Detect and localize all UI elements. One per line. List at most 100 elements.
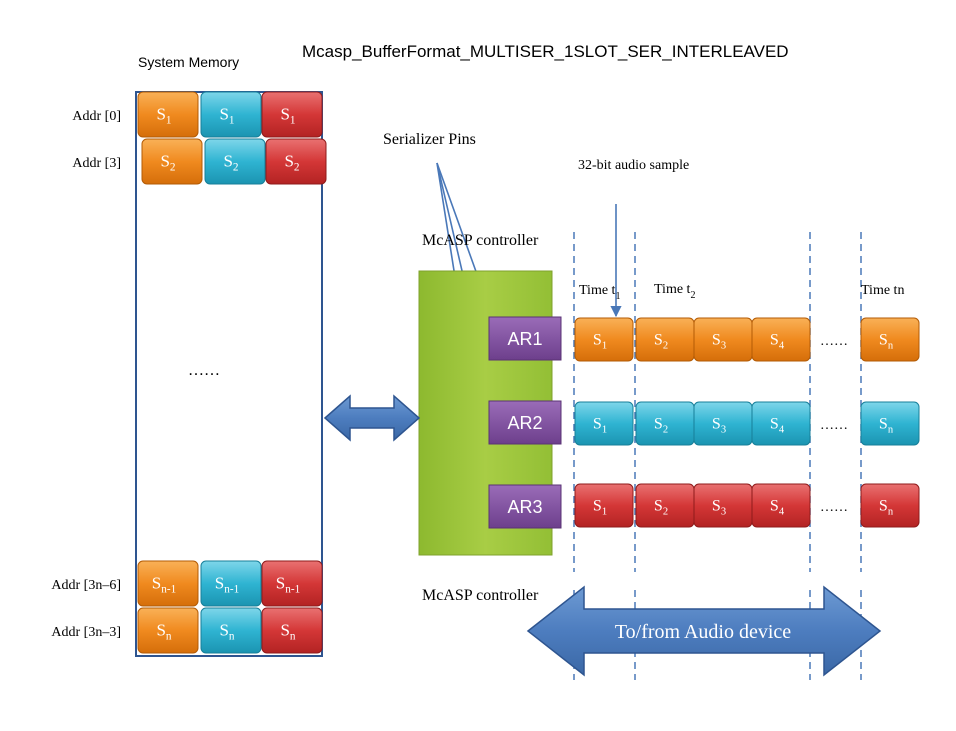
- slot-2-0-box: [574, 483, 634, 528]
- slot-0-3-label: S4: [770, 332, 785, 352]
- memory-address-0: Addr [0]: [72, 109, 121, 124]
- memory-cell-2-2-box: [261, 560, 323, 607]
- memory-cell-3-2-label: Sn: [280, 621, 295, 643]
- memory-controller-arrow: [323, 394, 421, 442]
- serializer-pins-label: Serializer Pins: [383, 131, 476, 148]
- slot-0-2: S3: [693, 317, 753, 362]
- slot-1-2-label: S3: [712, 416, 726, 436]
- slot-2-3-label: S4: [770, 498, 785, 518]
- pin-ar1: AR1: [488, 316, 562, 361]
- memory-cell-3-1-box: [200, 607, 262, 654]
- slot-2-2: S3: [693, 483, 753, 528]
- memory-address-1: Addr [3]: [72, 156, 121, 171]
- memory-cell-0-0-label: S1: [156, 105, 171, 127]
- memory-cell-0-2: S1: [261, 91, 323, 138]
- pin-label: AR1: [507, 329, 542, 349]
- memory-cell-1-0: S2: [141, 138, 203, 185]
- memory-cell-1-1-box: [204, 138, 266, 185]
- slot-0-3: S4: [751, 317, 811, 362]
- memory-cell-3-0-box: [137, 607, 199, 654]
- slot-0-1-label: S2: [654, 332, 668, 352]
- memory-cell-1-1-label: S2: [223, 152, 238, 174]
- memory-cell-2-2-label: Sn-1: [276, 574, 300, 596]
- slot-1-1-box: [635, 401, 695, 446]
- memory-cell-0-0: S1: [137, 91, 199, 138]
- slot-0-0-label: S1: [593, 332, 607, 352]
- slot-1-0: S1: [574, 401, 634, 446]
- memory-cell-1-2-box: [265, 138, 327, 185]
- system-memory-label: System Memory: [138, 54, 239, 70]
- memory-cell-2-1-label: Sn-1: [215, 574, 239, 596]
- audio-device-arrow: [526, 585, 882, 677]
- memory-cell-0-2-box: [261, 91, 323, 138]
- memory-cell-3-0-label: Sn: [156, 621, 171, 643]
- slot-1-1-label: S2: [654, 416, 668, 436]
- slot-2-n-label: Sn: [879, 498, 894, 518]
- slot-0-0-box: [574, 317, 634, 362]
- slot-0-2-label: S3: [712, 332, 726, 352]
- time-label-tn: Time tn: [861, 283, 904, 298]
- memory-cell-2-0-box: [137, 560, 199, 607]
- slot-2-3-box: [751, 483, 811, 528]
- slot-0-0: S1: [574, 317, 634, 362]
- memory-cell-3-1: Sn: [200, 607, 262, 654]
- controller-label-bottom: McASP controller: [422, 587, 539, 604]
- time-label-t2: Time t2: [654, 282, 695, 301]
- slot-0-2-box: [693, 317, 753, 362]
- slot-2-1: S2: [635, 483, 695, 528]
- slot-1-3-box: [751, 401, 811, 446]
- pin-ar2: AR2: [488, 400, 562, 445]
- slot-2-1-label: S2: [654, 498, 668, 518]
- slot-1-3: S4: [751, 401, 811, 446]
- slot-2-3: S4: [751, 483, 811, 528]
- slot-1-0-box: [574, 401, 634, 446]
- memory-cell-2-1: Sn-1: [200, 560, 262, 607]
- slot-1-n-box: [860, 401, 920, 446]
- memory-cell-0-1-label: S1: [219, 105, 234, 127]
- slot-1-2: S3: [693, 401, 753, 446]
- memory-cell-3-2: Sn: [261, 607, 323, 654]
- time-label-t1: Time t1: [579, 283, 620, 302]
- time-dividers: [573, 232, 862, 680]
- slot-2-1-box: [635, 483, 695, 528]
- slot-row-ellipsis-2: ……: [820, 500, 848, 515]
- slot-0-n-box: [860, 317, 920, 362]
- memory-cell-2-0-label: Sn-1: [152, 574, 176, 596]
- memory-cell-1-0-label: S2: [160, 152, 175, 174]
- pin-box: [488, 484, 562, 529]
- memory-address-3: Addr [3n–3]: [51, 625, 121, 640]
- audio-device-label: To/from Audio device: [615, 621, 791, 643]
- audio-sample-label: 32-bit audio sample: [578, 158, 689, 173]
- memory-cell-3-0: Sn: [137, 607, 199, 654]
- pin-box: [488, 316, 562, 361]
- slot-2-0-label: S1: [593, 498, 607, 518]
- memory-cell-3-2-box: [261, 607, 323, 654]
- slot-1-2-box: [693, 401, 753, 446]
- memory-ellipsis: ……: [188, 362, 220, 379]
- memory-cell-1-2-label: S2: [284, 152, 299, 174]
- memory-cell-2-0: Sn-1: [137, 560, 199, 607]
- slot-0-1: S2: [635, 317, 695, 362]
- memory-cell-3-1-label: Sn: [219, 621, 234, 643]
- slot-1-3-label: S4: [770, 416, 785, 436]
- memory-cell-0-1: S1: [200, 91, 262, 138]
- slot-1-1: S2: [635, 401, 695, 446]
- slot-0-1-box: [635, 317, 695, 362]
- slot-1-n-label: Sn: [879, 416, 894, 436]
- slot-2-2-box: [693, 483, 753, 528]
- slot-1-n: Sn: [860, 401, 920, 446]
- slot-2-2-label: S3: [712, 498, 726, 518]
- memory-cell-2-1-box: [200, 560, 262, 607]
- memory-address-2: Addr [3n–6]: [51, 578, 121, 593]
- pin-ar3: AR3: [488, 484, 562, 529]
- slot-0-n: Sn: [860, 317, 920, 362]
- slot-row-ellipsis-1: ……: [820, 418, 848, 433]
- memory-cell-1-2: S2: [265, 138, 327, 185]
- controller-label-top: McASP controller: [422, 232, 539, 249]
- memory-cell-0-1-box: [200, 91, 262, 138]
- pin-box: [488, 400, 562, 445]
- slot-0-3-box: [751, 317, 811, 362]
- memory-cell-1-1: S2: [204, 138, 266, 185]
